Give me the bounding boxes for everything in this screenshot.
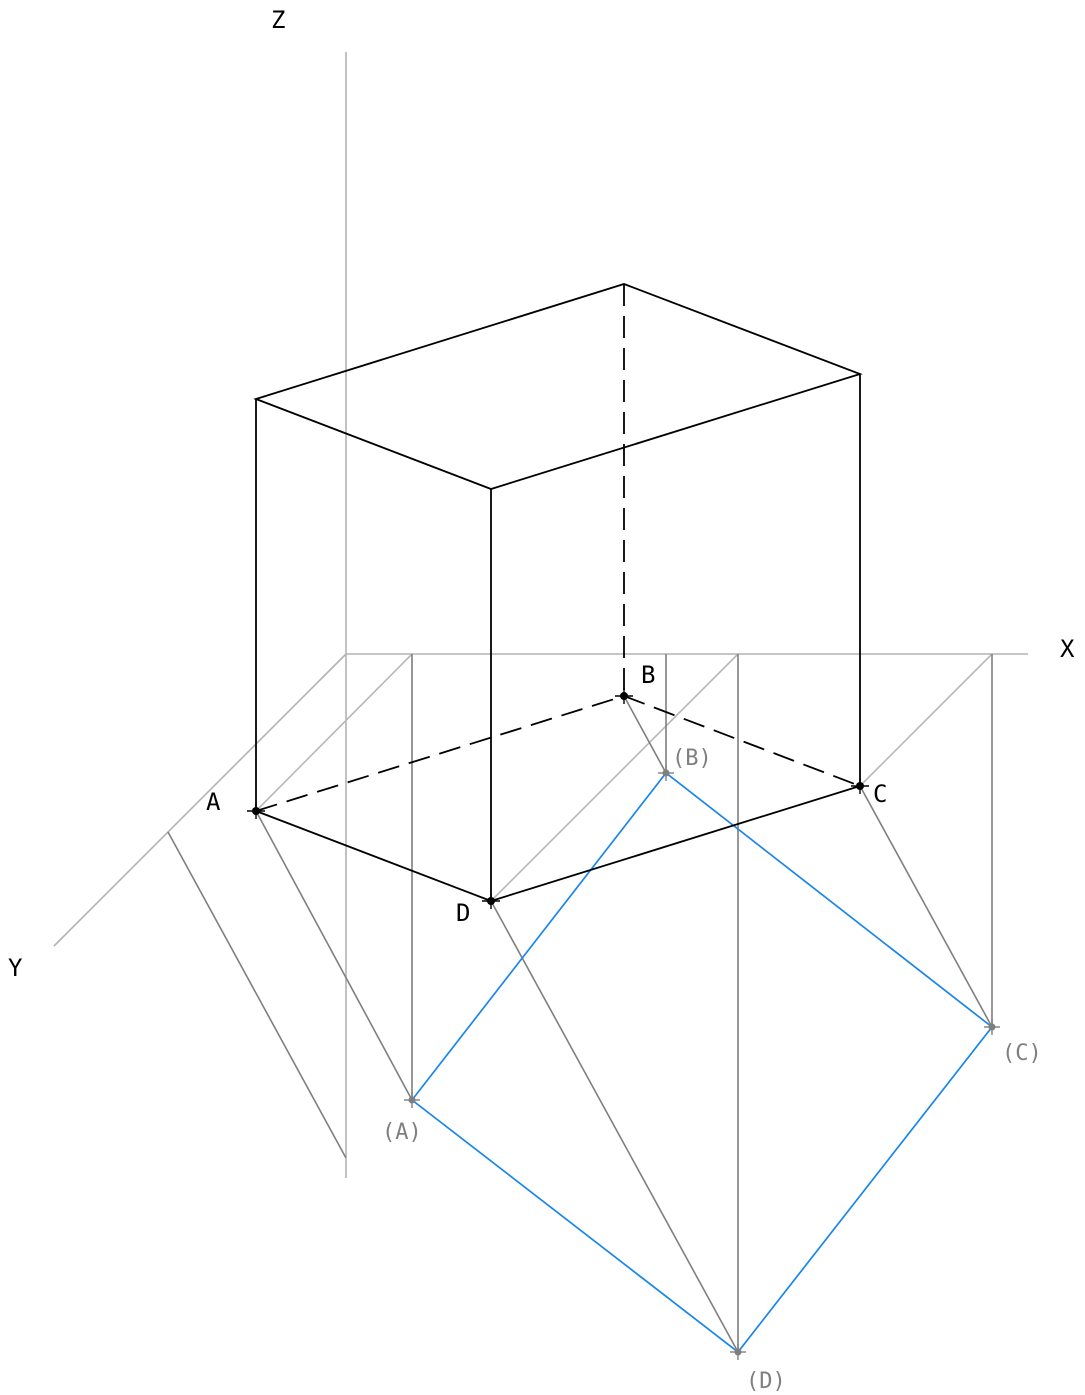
helper-diagonals [255, 653, 993, 902]
edge-ad [255, 810, 492, 902]
point-proj-b-marker [658, 765, 674, 781]
hidden-edge-ab [255, 695, 625, 812]
point-proj-c-marker [984, 1019, 1000, 1035]
point-c-marker [851, 778, 869, 794]
point-b-marker [615, 688, 633, 704]
point-d-label: D [456, 899, 470, 927]
y-axis [53, 653, 347, 947]
point-c-label: C [873, 780, 887, 808]
transfer-y-axis [167, 831, 347, 1159]
y-axis-label: Y [8, 954, 23, 982]
point-b-label: B [641, 661, 655, 689]
helper-line-d [490, 653, 739, 902]
rotated-square [410, 771, 994, 1354]
helper-line-a [255, 653, 413, 812]
transfer-a [255, 810, 413, 1101]
point-markers [247, 688, 1000, 1360]
axes [53, 52, 1028, 1178]
box-hidden-edges [255, 284, 861, 812]
proj-a-label: (A) [382, 1120, 422, 1145]
transfer-c [859, 785, 993, 1028]
vertical-projectors [411, 654, 993, 1352]
edge-dc [490, 785, 861, 902]
x-axis-label: X [1060, 635, 1075, 663]
proj-c-label: (C) [1002, 1041, 1042, 1066]
z-axis-label: Z [271, 6, 285, 34]
point-a-marker [247, 803, 265, 819]
point-proj-d-marker [730, 1344, 746, 1360]
point-a-label: A [206, 788, 221, 816]
point-proj-a-marker [404, 1092, 420, 1108]
hidden-edge-bc [623, 695, 861, 787]
box-visible-edges [253, 283, 863, 902]
proj-b-label: (B) [672, 746, 712, 771]
transfer-d [490, 900, 739, 1353]
point-d-marker [482, 893, 500, 909]
proj-d-label: (D) [746, 1369, 786, 1394]
slanted-projectors [167, 695, 993, 1353]
helper-line-c [859, 653, 993, 787]
transfer-b [623, 695, 667, 774]
